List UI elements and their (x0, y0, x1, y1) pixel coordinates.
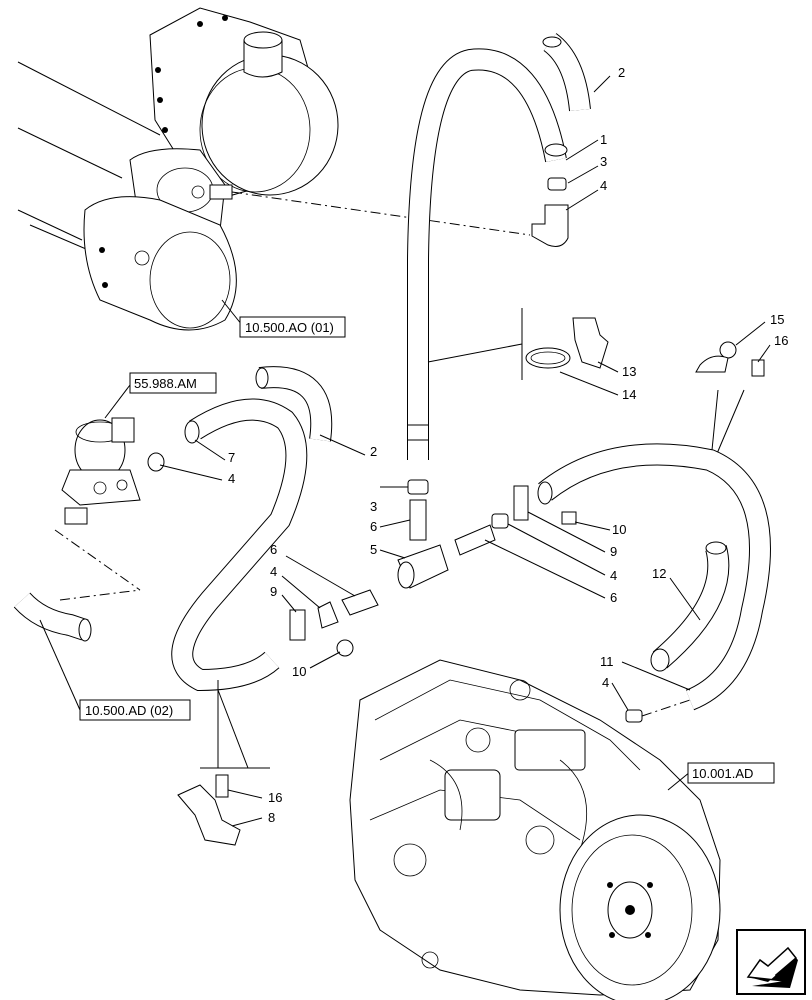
previous-page-arrow-icon[interactable] (736, 929, 806, 995)
ref-valve: 55.988.AM (134, 376, 197, 391)
label-part-8: 8 (268, 810, 275, 825)
nipple-right (454, 524, 496, 556)
bracket-8 (177, 784, 241, 846)
ref-engine: 10.001.AD (692, 766, 753, 781)
label-part-2-mid: 2 (370, 444, 377, 459)
hose-long-top (407, 48, 568, 460)
label-part-10-right: 10 (612, 522, 626, 537)
label-part-14: 14 (622, 387, 636, 402)
label-part-10-left: 10 (292, 664, 306, 679)
label-part-6-center: 6 (370, 519, 377, 534)
label-part-16-top: 16 (774, 333, 788, 348)
bolt-16-bottom (215, 774, 229, 798)
label-part-4-right: 4 (610, 568, 617, 583)
fitting-elbow-top (531, 204, 569, 247)
nipple-center (409, 499, 427, 541)
label-part-3-mid: 3 (370, 499, 377, 514)
engine-assembly (349, 659, 721, 1000)
bracket-9-right (513, 485, 529, 521)
hose-short-top (542, 33, 591, 112)
valve-assembly (61, 417, 141, 525)
hose-loop-left (171, 366, 333, 692)
label-part-3-top: 3 (600, 154, 607, 169)
label-part-16-bottom: 16 (268, 790, 282, 805)
clamp-left-branch (317, 601, 339, 629)
bolt-10-left (336, 639, 354, 657)
label-part-11: 11 (600, 654, 614, 669)
bracket-13 (572, 317, 609, 369)
ref-box-engine (687, 762, 775, 784)
hose-loop-right (537, 443, 771, 711)
ref-exhaust: 10.500.AD (02) (85, 703, 173, 718)
ref-air-filter: 10.500.AO (01) (245, 320, 334, 335)
air-filter-assembly (17, 7, 339, 331)
clamp-center (407, 479, 429, 495)
label-part-1: 1 (600, 132, 607, 147)
label-part-7: 7 (228, 450, 235, 465)
bolt-16-top (751, 359, 765, 377)
ref-box-air-filter (239, 316, 346, 338)
label-part-4-lower: 4 (602, 675, 609, 690)
clamp-lower (625, 709, 643, 723)
ref-box-valve (129, 372, 217, 394)
label-part-13: 13 (622, 364, 636, 379)
label-part-4-center: 4 (270, 564, 277, 579)
clamp-right-branch (491, 513, 509, 529)
bracket-9-left (289, 609, 306, 641)
label-part-9-right: 9 (610, 544, 617, 559)
label-part-4-top: 4 (600, 178, 607, 193)
label-part-5: 5 (370, 542, 377, 557)
clip-15 (719, 341, 737, 359)
label-part-9-left: 9 (270, 584, 277, 599)
clamp-band-14 (525, 347, 571, 369)
leader-ref-air-filter (221, 299, 243, 326)
centerline-air-filter (231, 191, 531, 236)
clamp-top (547, 177, 567, 191)
label-part-2-top: 2 (618, 65, 625, 80)
bolt-10-right (561, 511, 577, 525)
label-part-6-left: 6 (270, 542, 277, 557)
label-part-6-right: 6 (610, 590, 617, 605)
label-part-12: 12 (652, 566, 666, 581)
label-part-15: 15 (770, 312, 784, 327)
nipple-left (341, 589, 379, 616)
ref-box-exhaust (79, 699, 191, 721)
clamp-left (147, 452, 165, 472)
label-part-4-left: 4 (228, 471, 235, 486)
